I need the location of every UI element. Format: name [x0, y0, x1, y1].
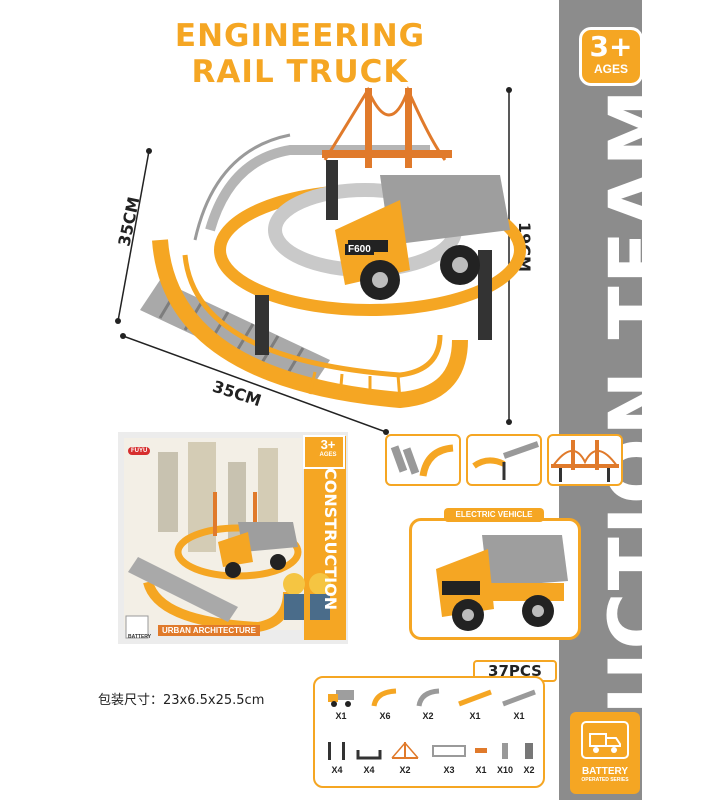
part-clip: X10 — [493, 740, 517, 775]
part-joint: X2 — [517, 740, 541, 775]
box-art-brand-badge: FUYU — [128, 447, 151, 455]
packaging-size: 包装尺寸：23x6.5x25.5cm — [98, 693, 265, 708]
toy-track-illustration — [140, 85, 526, 409]
box-art-age-value: 3+ — [320, 437, 336, 452]
part-gray-ramp: X1 — [499, 688, 539, 721]
box-art — [118, 432, 348, 644]
box-art-age-label: AGES — [319, 452, 337, 458]
part-truck: X1 — [321, 688, 361, 721]
thumb-bridge — [547, 434, 623, 486]
truck-label: F600 — [345, 244, 374, 255]
part-qty: X2 — [399, 765, 411, 775]
part-pillar: X4 — [317, 740, 357, 775]
truck-icon — [581, 721, 629, 759]
electric-vehicle-label: ELECTRIC VEHICLE — [444, 508, 544, 522]
part-ladder-track: X3 — [429, 740, 469, 775]
thumb-ramp — [466, 434, 542, 486]
part-qty: X4 — [363, 765, 375, 775]
part-bridge: X2 — [385, 740, 425, 775]
part-qty: X10 — [496, 765, 513, 775]
part-yellow-ramp: X1 — [455, 688, 495, 721]
part-qty: X6 — [379, 711, 391, 721]
suspension-bridge — [322, 85, 452, 168]
part-qty: X2 — [523, 765, 535, 775]
box-art-side-text: CONSTRUCTION — [321, 468, 340, 611]
electric-vehicle-panel — [409, 518, 581, 640]
age-label: AGES — [593, 62, 628, 76]
thumb-track-pieces — [385, 434, 461, 486]
part-qty: X3 — [443, 765, 455, 775]
part-qty: X4 — [331, 765, 343, 775]
battery-label: BATTERY — [581, 766, 629, 777]
dump-truck — [335, 175, 510, 300]
battery-sublabel: OPERATED SERIES — [581, 777, 629, 783]
part-connector: X1 — [469, 740, 493, 775]
part-qty: X1 — [335, 711, 347, 721]
box-art-battery-label: BATTERY — [128, 634, 152, 640]
battery-badge: BATTERY OPERATED SERIES — [570, 712, 640, 794]
title-line-2: RAIL TRUCK — [191, 54, 409, 90]
part-qty: X1 — [469, 711, 481, 721]
title-line-1: ENGINEERING — [174, 18, 426, 54]
part-qty: X1 — [513, 711, 525, 721]
side-band — [559, 0, 642, 800]
part-base: X4 — [349, 740, 389, 775]
parts-list: X1 X6 X2 X1 X1 X4 X4 X2 X3 X1 X10 — [313, 676, 545, 788]
part-gray-curve: X2 — [408, 688, 448, 721]
part-yellow-curve: X6 — [365, 688, 405, 721]
part-qty: X2 — [422, 711, 434, 721]
age-badge: 3+ AGES — [579, 27, 643, 86]
age-value: 3+ — [589, 30, 633, 63]
box-art-subtitle: URBAN ARCHITECTURE — [158, 625, 260, 636]
part-qty: X1 — [475, 765, 487, 775]
